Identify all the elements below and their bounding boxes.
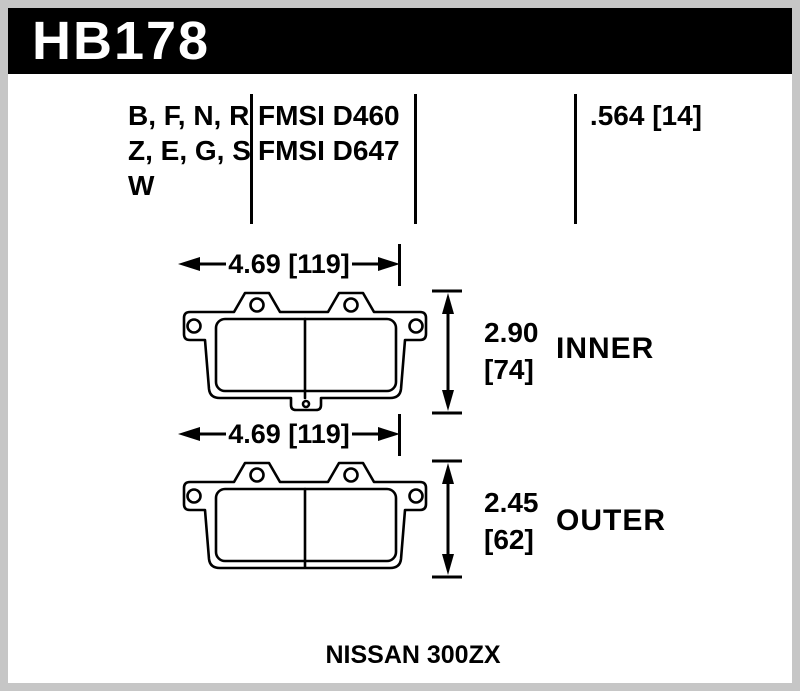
width-arrow [178, 257, 400, 271]
compound-codes-row-3: W [128, 170, 155, 201]
backing-plate-outline [182, 291, 428, 412]
width-arrow [178, 427, 400, 441]
inner-height-inches: 2.90 [484, 317, 539, 348]
mounting-hole [408, 488, 424, 504]
mounting-hole [408, 318, 424, 334]
header-bar: HB178 [8, 8, 792, 74]
mounting-hole [249, 467, 265, 483]
extension-line [398, 414, 401, 456]
pad-thickness: .564 [14] [589, 100, 702, 131]
part-number: HB178 [32, 11, 211, 71]
table-divider-2 [414, 94, 417, 224]
mounting-hole [186, 488, 202, 504]
outer-width-value: 4.69 [119] [228, 418, 350, 449]
outer-height-values: 2.45 [62] [484, 484, 539, 558]
sheet: HB178 B, F, N, R Z, E, G, S W FMSI D460 … [8, 8, 792, 683]
inner-width-dimension: 4.69 [119] [178, 248, 400, 280]
outer-width-dimension: 4.69 [119] [178, 418, 400, 450]
inner-pad-label: INNER [556, 332, 655, 365]
outer-pad-label: OUTER [556, 504, 666, 537]
compound-codes: B, F, N, R Z, E, G, S W [128, 98, 251, 203]
compound-codes-row-1: B, F, N, R [128, 100, 250, 131]
mounting-hole [343, 467, 359, 483]
extension-line [398, 244, 401, 286]
fmsi-row-2: FMSI D647 [258, 135, 400, 166]
outer-height-inches: 2.45 [484, 487, 539, 518]
vehicle-name: NISSAN 300ZX [325, 641, 501, 669]
inner-pad-drawing [182, 291, 428, 412]
mounting-hole [343, 297, 359, 313]
outer-height-dimension [432, 459, 462, 579]
fmsi-row-1: FMSI D460 [258, 100, 400, 131]
backing-plate-outline [182, 461, 428, 570]
fmsi-numbers: FMSI D460 FMSI D647 [258, 98, 400, 168]
table-divider-3 [574, 94, 577, 224]
tab-hole [301, 399, 311, 409]
inner-height-values: 2.90 [74] [484, 314, 539, 388]
table-divider-1 [250, 94, 253, 224]
inner-height-mm: [74] [484, 354, 534, 385]
compound-codes-row-2: Z, E, G, S [128, 135, 251, 166]
outer-height-mm: [62] [484, 524, 534, 555]
mounting-hole [249, 297, 265, 313]
mounting-hole [186, 318, 202, 334]
inner-width-value: 4.69 [119] [228, 248, 350, 279]
inner-height-dimension [432, 289, 462, 415]
outer-pad-drawing [182, 461, 428, 570]
